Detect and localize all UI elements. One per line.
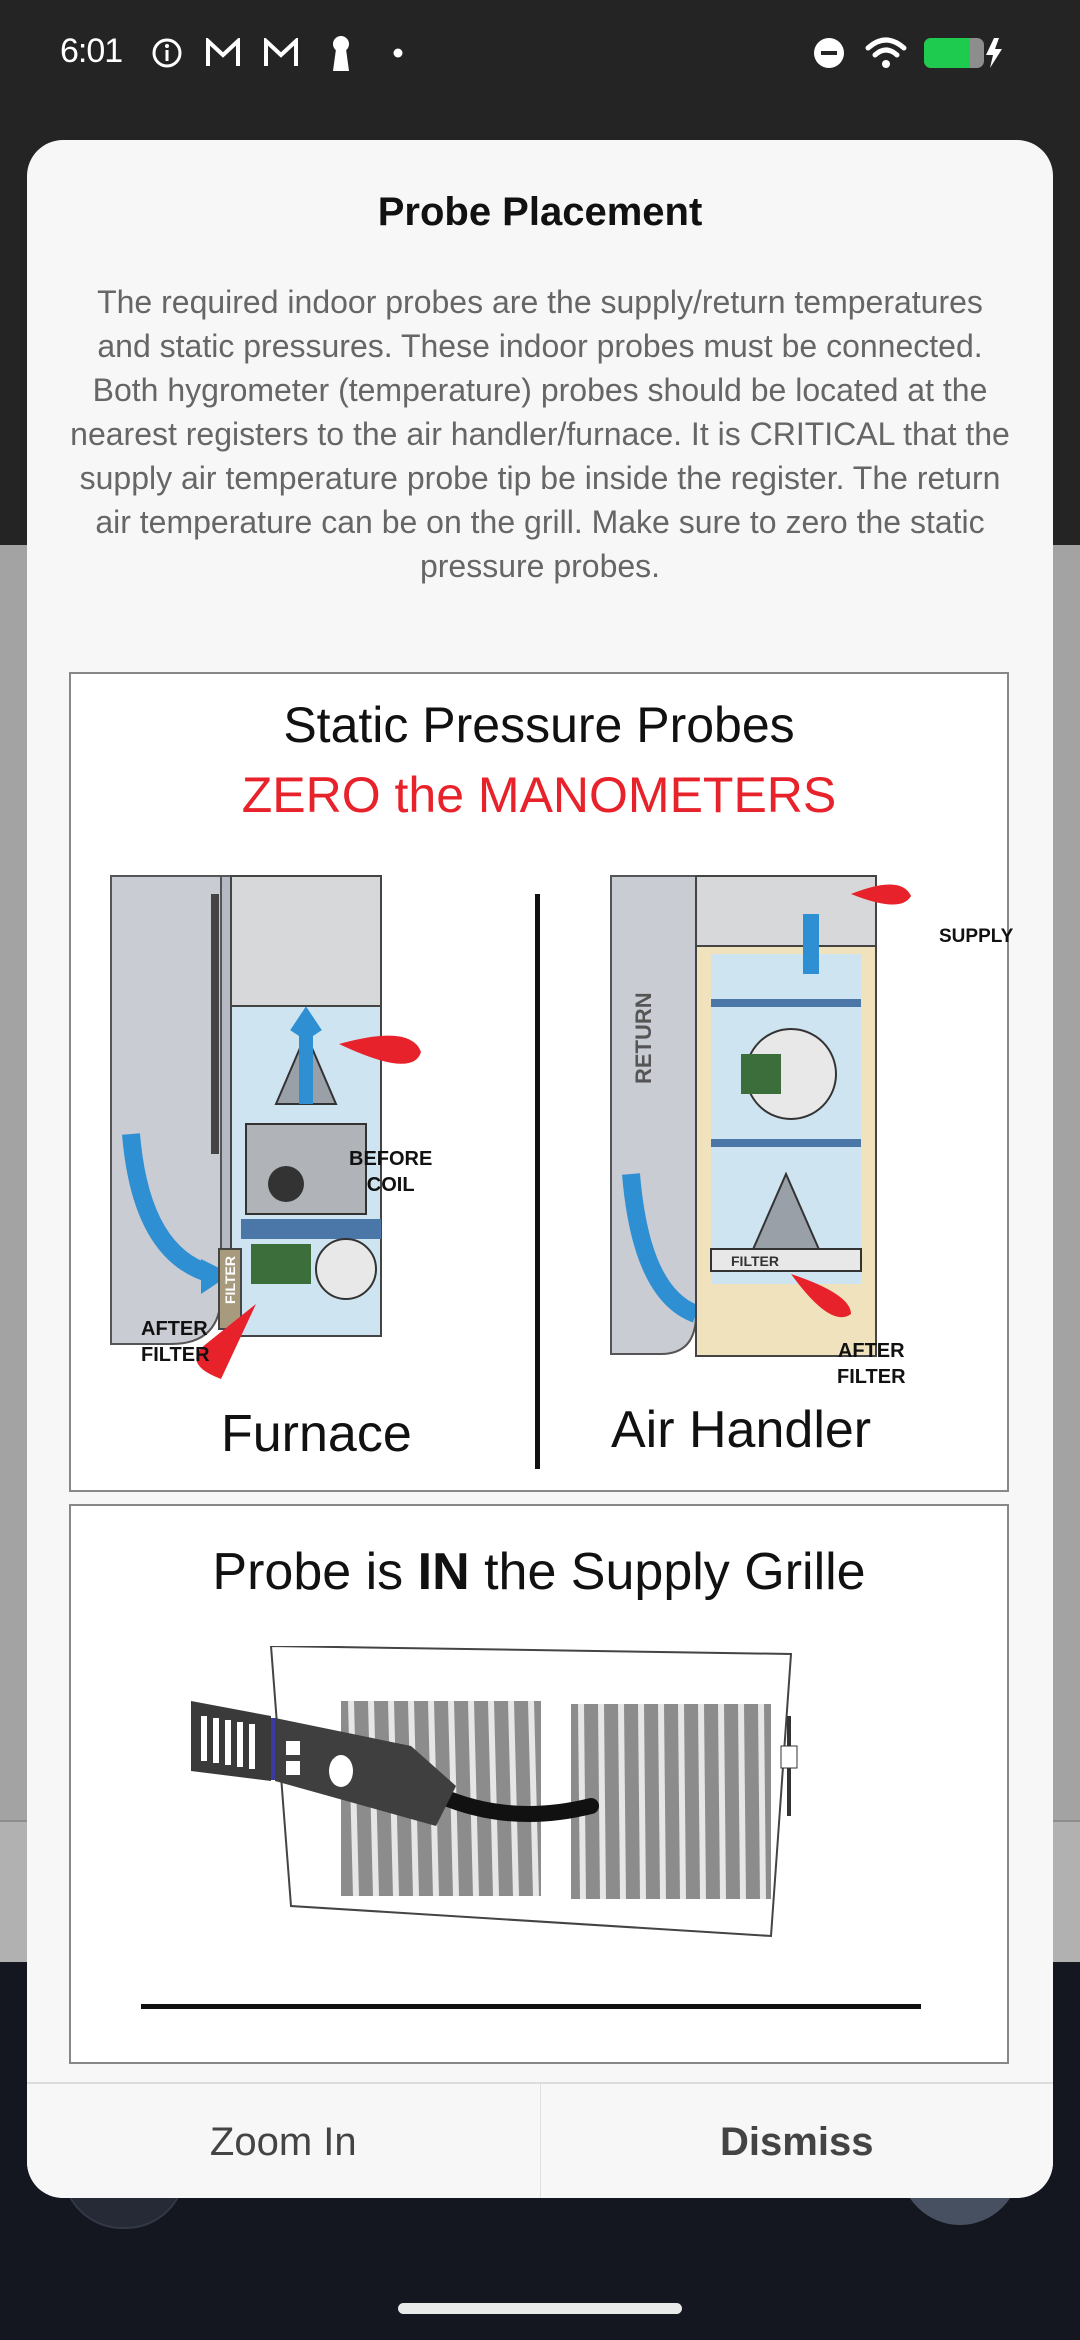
diagram-subtitle: ZERO the MANOMETERS	[241, 767, 837, 823]
static-pressure-probes-diagram: Static Pressure Probes ZERO the MANOMETE…	[69, 672, 1013, 1492]
dialog-message: The required indoor probes are the suppl…	[70, 284, 1010, 584]
do-not-disturb-icon	[812, 36, 846, 70]
air-handler-illustration: RETURN FILTER	[610, 875, 911, 1357]
grille-diagram-title: Probe is IN the Supply Grille	[212, 1543, 866, 1601]
zoom-in-button[interactable]: Zoom In	[27, 2084, 541, 2198]
wifi-icon	[864, 36, 908, 70]
image-scroll-area[interactable]: Static Pressure Probes ZERO the MANOMETE…	[69, 672, 1013, 2192]
status-time: 6:01	[60, 32, 123, 70]
grille-diagram-rule	[141, 2004, 921, 2009]
supply-grille-illustration	[191, 1646, 798, 1938]
gmail-icon	[204, 36, 242, 70]
info-icon	[150, 36, 184, 70]
gmail-icon	[262, 36, 300, 70]
filter-label: FILTER	[222, 1256, 238, 1304]
dialog-title: Probe Placement	[377, 190, 703, 234]
dismiss-button[interactable]: Dismiss	[720, 2119, 874, 2164]
battery-charging-icon	[924, 36, 1004, 70]
return-label: RETURN	[631, 992, 656, 1084]
keyhole-icon	[326, 36, 356, 71]
diagram-divider	[535, 894, 540, 1469]
home-indicator[interactable]	[398, 2303, 682, 2314]
callout-supply: SUPPLY	[939, 926, 1013, 947]
dialog-actions: Zoom In Dismiss	[27, 2082, 1053, 2198]
filter-label: FILTER	[731, 1253, 779, 1269]
dot-icon	[392, 36, 404, 70]
probe-in-supply-grille-diagram: Probe is IN the Supply Grille	[69, 1504, 1009, 2064]
diagram-title: Static Pressure Probes	[283, 697, 795, 753]
air-handler-label: Air Handler	[611, 1401, 872, 1459]
probe-placement-dialog: Probe Placement The required indoor prob…	[27, 140, 1053, 2198]
furnace-illustration: FILTER	[110, 875, 421, 1379]
status-bar: 6:01	[0, 0, 1080, 110]
furnace-label: Furnace	[221, 1405, 412, 1463]
